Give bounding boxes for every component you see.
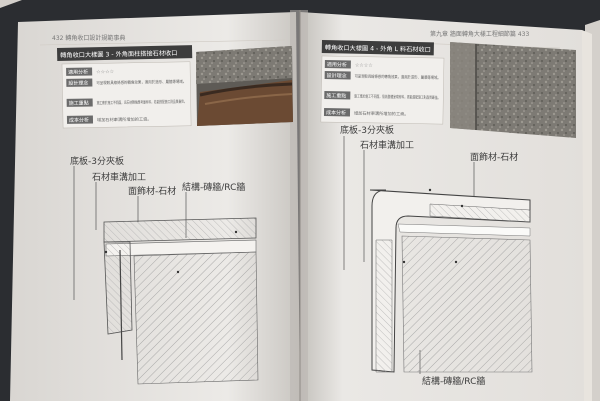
right-info-text-3: 施工應於施工不同面，但為整體呈現材料，若能搭配施工則品質最佳。	[354, 93, 440, 101]
right-running-head: 第九章 牆面轉角大樣工程細節篇 433	[430, 30, 529, 38]
right-info-label-1: 適用分析	[327, 61, 347, 68]
left-running-head: 432 轉角收口設計規範事典	[52, 34, 125, 42]
left-label-groove: 石材車溝加工	[92, 171, 146, 183]
right-label-stone: 面飾材-石材	[470, 151, 518, 163]
right-label-groove: 石材車溝加工	[360, 139, 414, 151]
left-info-label-4: 成本分析	[69, 117, 89, 124]
right-info-label-4: 成本分析	[326, 109, 346, 116]
left-title-bar	[56, 45, 193, 61]
left-label-stone: 面飾材-石材	[128, 185, 176, 197]
left-section-title: 轉角收口大樣圖 3 - 外角面柱搭接石材收口	[60, 49, 177, 59]
left-info-text-3: 施工應於施工不同面，且石材轉角應考量材料，若能搭配施工則品質最佳。	[97, 98, 187, 107]
left-info-label-1: 適用分析	[68, 69, 88, 76]
left-info-text-1: ☆☆☆☆	[96, 69, 115, 75]
left-info-label-3: 施工重點	[69, 100, 89, 107]
right-detail-drawing: 底板-3分夾板 石材車溝加工 面飾材-石材 結構-磚牆/RC牆	[340, 124, 533, 387]
right-info-rows: 適用分析 ☆☆☆☆ 設計理念 可呈現較具線條感的轉角效果，適用於造形、屬牆等場域…	[323, 60, 441, 118]
left-stone-photo	[196, 46, 293, 126]
left-label-structure: 結構-磚牆/RC牆	[182, 181, 245, 193]
left-label-plywood: 底板-3分夾板	[70, 155, 124, 167]
right-info-label-2: 設計理念	[327, 72, 347, 79]
right-title-bar	[321, 40, 434, 56]
right-stone-photo	[450, 42, 576, 138]
left-detail-drawing: 底板-3分夾板 石材車溝加工 面飾材-石材 結構-磚牆/RC牆	[70, 155, 259, 385]
left-info-text-2: 可呈現較具線條感的轉角效果，適用於造形、屬牆等場域。	[96, 78, 186, 87]
right-section-title: 轉角收口大樣圖 4 - 外角 L 料石材收口	[325, 44, 431, 54]
left-info-label-2: 設計理念	[68, 80, 88, 87]
right-info-box	[320, 55, 445, 125]
left-info-box	[61, 61, 192, 129]
left-info-rows: 適用分析 ☆☆☆☆ 設計理念 可呈現較具線條感的轉角效果，適用於造形、屬牆等場域…	[66, 67, 187, 124]
right-info-text-2: 可呈現較具線條感的轉角效果，適用於造形、屬牆等場域。	[355, 73, 441, 81]
right-label-plywood: 底板-3分夾板	[340, 124, 394, 136]
right-label-structure: 結構-磚牆/RC牆	[422, 375, 485, 387]
right-info-label-3: 施工重點	[326, 92, 346, 99]
left-info-text-4: 增加石材車溝所增加的工資。	[97, 115, 152, 123]
right-info-text-4: 增加石材車溝所增加的工資。	[354, 110, 409, 118]
right-info-text-1: ☆☆☆☆	[355, 63, 374, 69]
